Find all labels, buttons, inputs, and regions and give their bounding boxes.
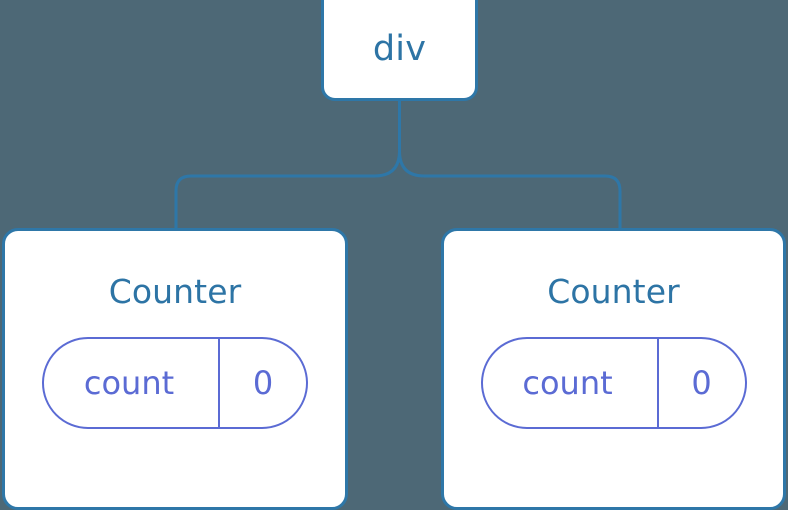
node-counter-2-title: Counter (547, 272, 680, 311)
node-div-label: div (372, 29, 427, 69)
node-counter-1-title: Counter (108, 272, 242, 311)
state-pill-divider (218, 339, 220, 427)
tree-connectors (174, 98, 622, 233)
connector-branch-left (174, 149, 401, 233)
state-pill-counter-1[interactable]: count 0 (42, 337, 308, 429)
node-counter-1[interactable]: Counter count 0 (2, 228, 348, 510)
node-counter-2[interactable]: Counter count 0 (441, 228, 786, 510)
state-value-label: 0 (691, 364, 712, 402)
state-value-label: 0 (252, 364, 274, 402)
state-pill-divider (656, 339, 659, 427)
state-key-label: count (83, 364, 175, 402)
state-pill-counter-2[interactable]: count 0 (480, 337, 747, 429)
connector-branch-right (398, 149, 622, 233)
state-key-label: count (522, 364, 613, 402)
node-div[interactable]: div (321, 0, 478, 101)
